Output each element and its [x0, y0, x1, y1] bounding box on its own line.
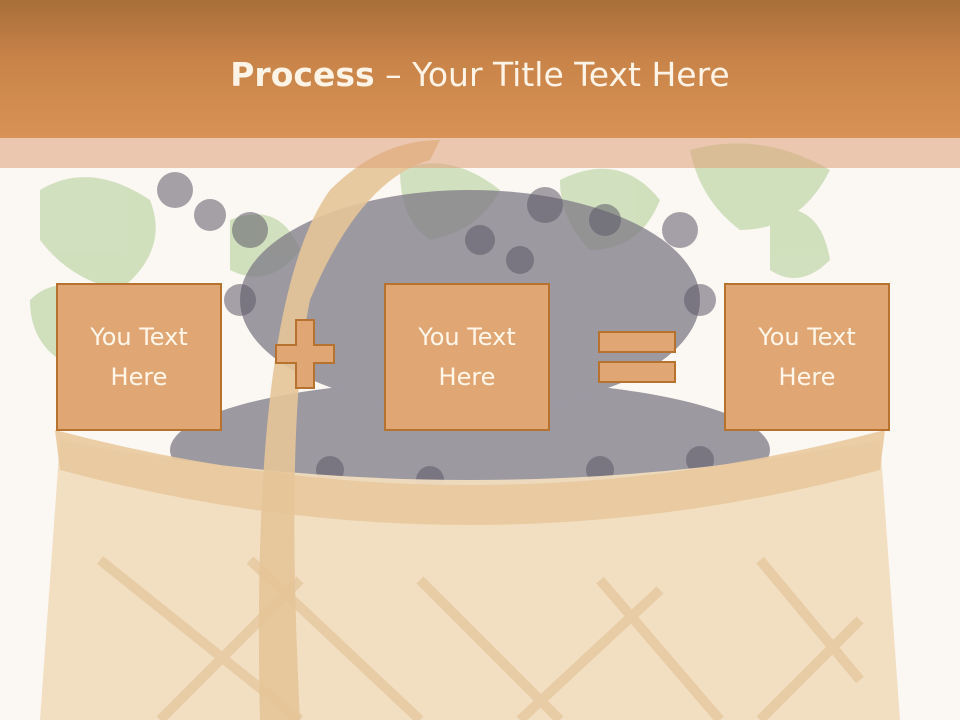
title-accent-strip [0, 138, 960, 168]
plus-icon [275, 319, 335, 389]
title-bold-word: Process [230, 55, 375, 94]
process-box-1[interactable]: You Text Here [56, 283, 222, 431]
process-box-2-text: You Text Here [418, 323, 516, 391]
process-box-3-text: You Text Here [758, 323, 856, 391]
slide-title[interactable]: Process – Your Title Text Here [0, 52, 960, 98]
process-box-3[interactable]: You Text Here [724, 283, 890, 431]
title-bar [0, 0, 960, 138]
process-box-1-text: You Text Here [90, 323, 188, 391]
process-box-2[interactable]: You Text Here [384, 283, 550, 431]
title-text: – Your Title Text Here [374, 55, 730, 94]
equals-icon [598, 331, 676, 383]
